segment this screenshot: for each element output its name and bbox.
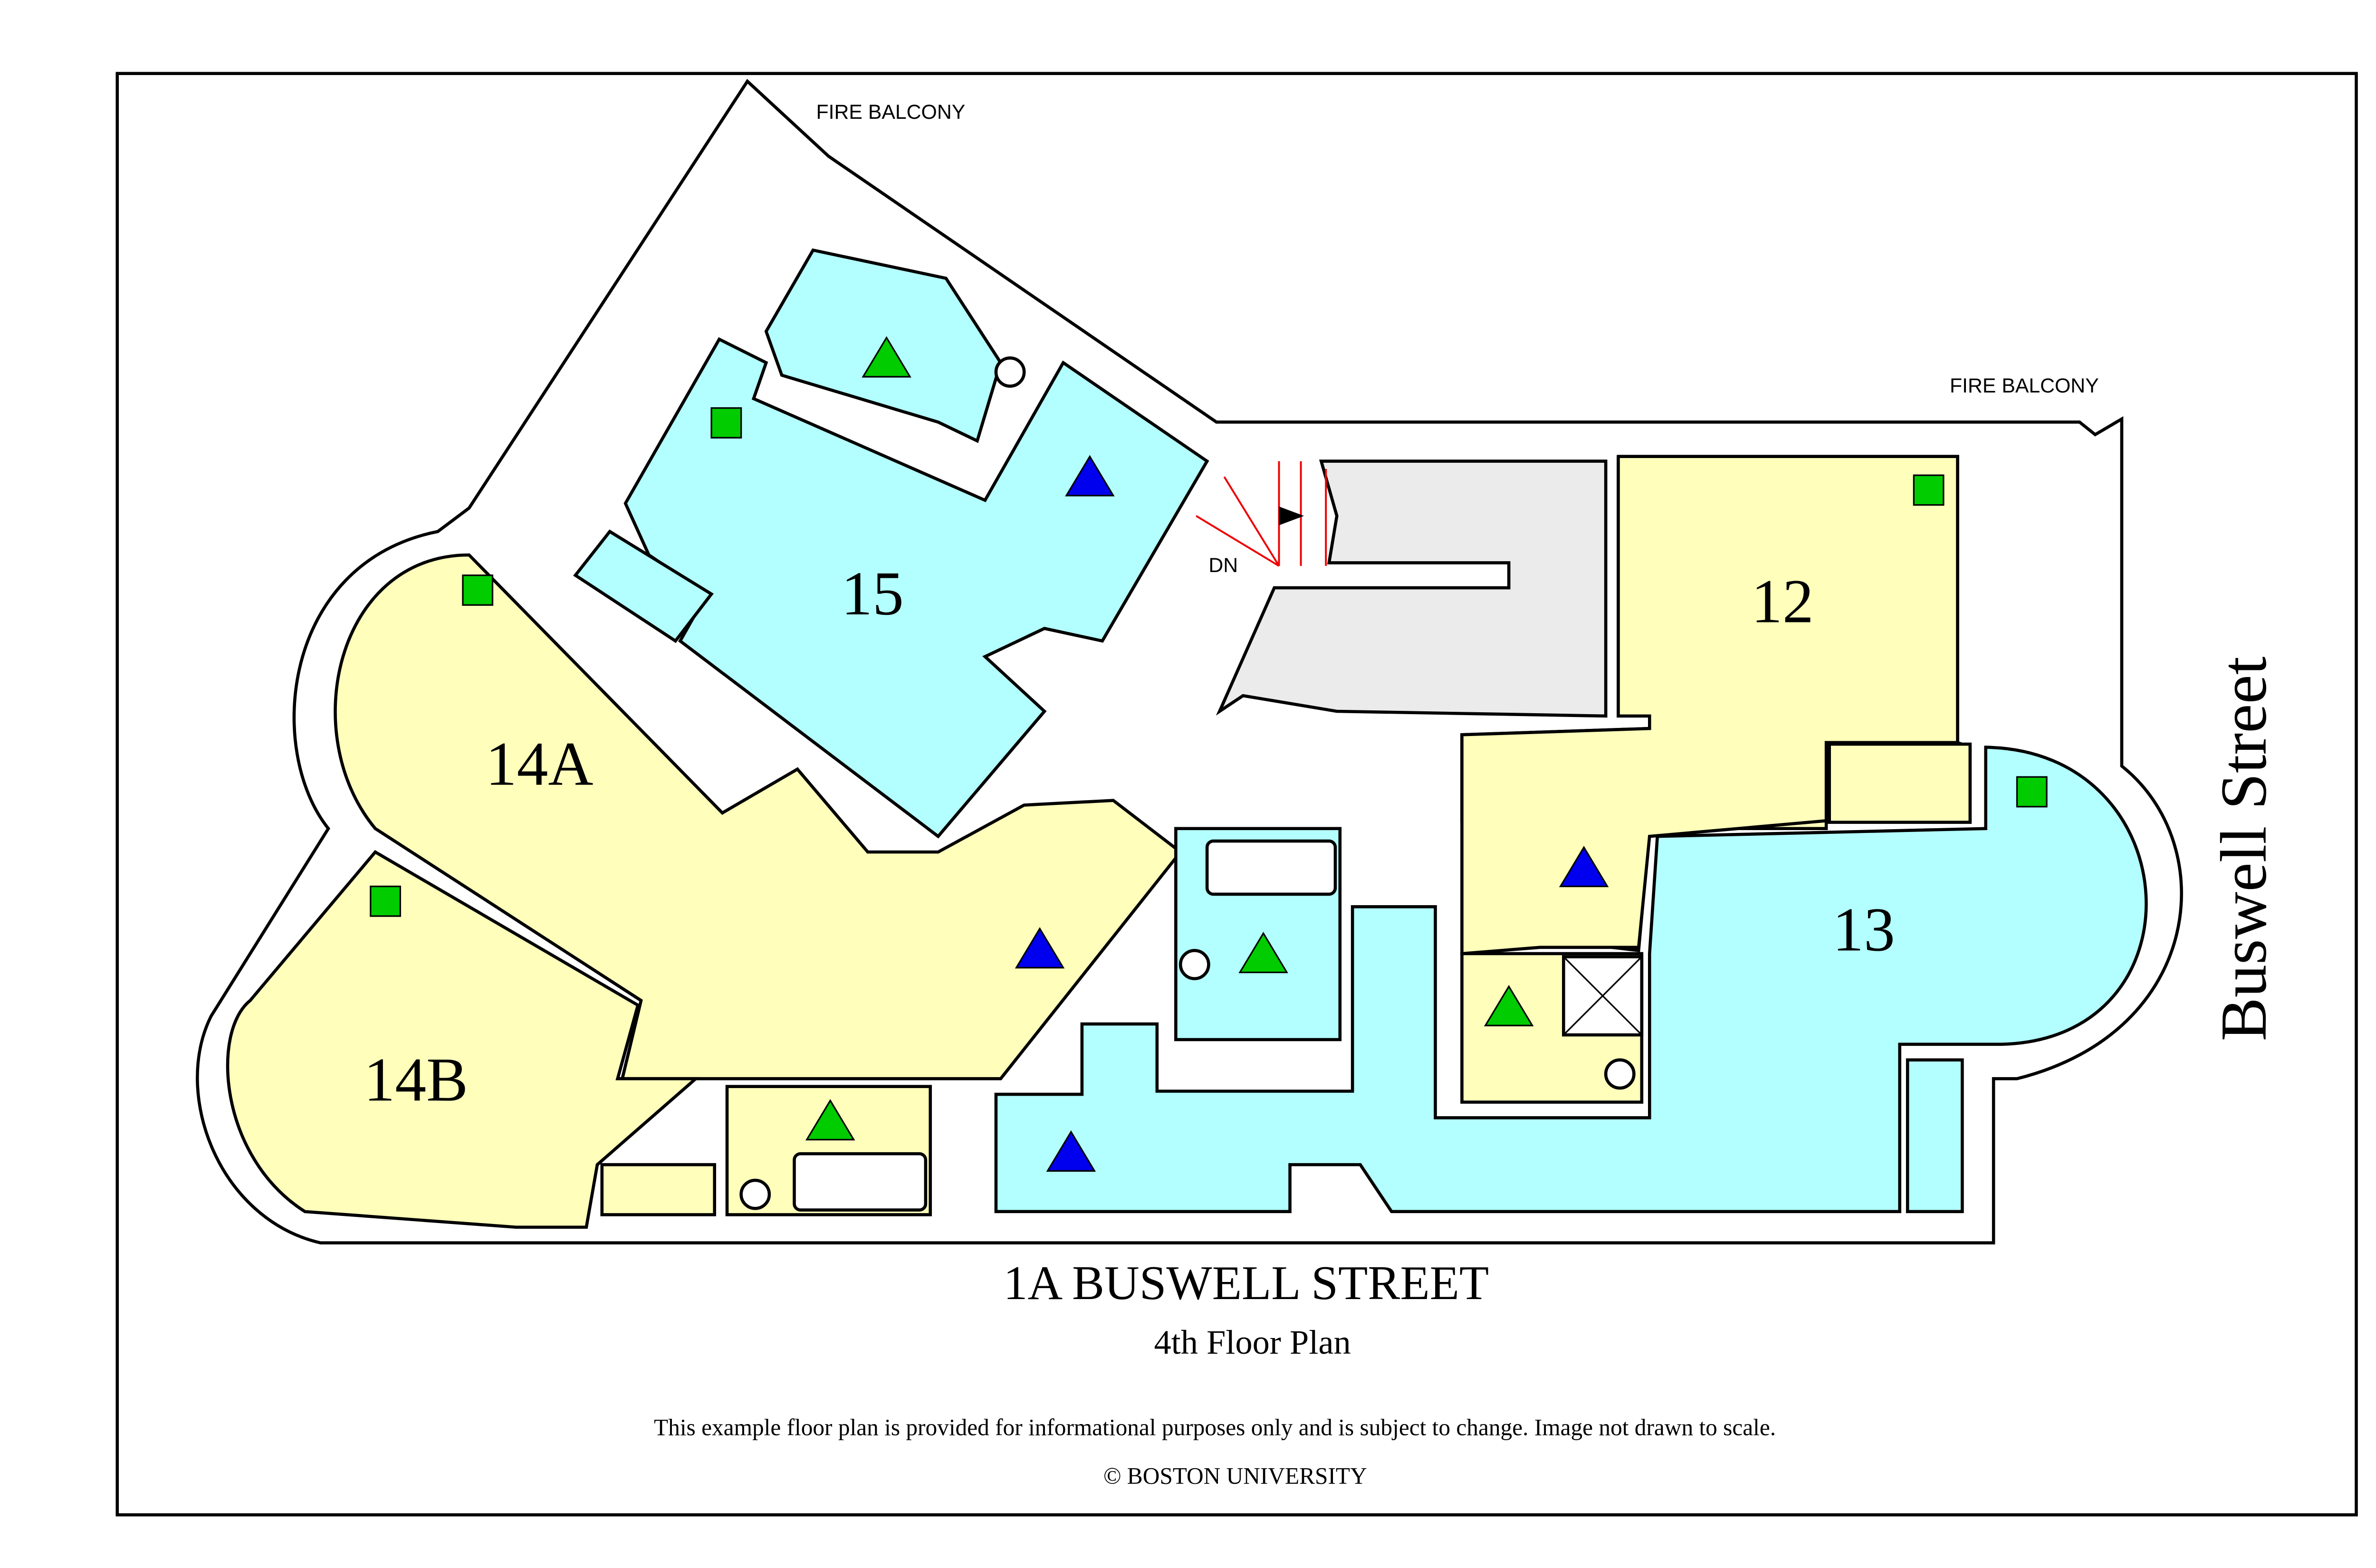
stair-arrow-icon [1279,507,1304,526]
green-triangle-marker [805,1099,855,1141]
bathtub-icon [793,1152,928,1212]
room-14a[interactable] [334,553,1183,1080]
room-14b[interactable] [226,850,700,1229]
bathtub-icon [1205,839,1337,896]
room-13-closet [1906,1058,1964,1214]
room-15-closet [573,529,714,643]
toilet-icon [994,356,1026,388]
building-title: 1A BUSWELL STREET [1004,1256,1489,1310]
green-square-marker [1913,474,1945,506]
room-label-12: 12 [1751,567,1814,636]
blue-triangle-marker [1559,846,1609,888]
building-outline [196,79,2183,1244]
toilet-icon [1178,949,1210,980]
room-label-13: 13 [1832,895,1895,964]
green-square-marker [2016,776,2048,808]
room-13[interactable] [994,746,2148,1214]
fire-balcony-label-left: FIRE BALCONY [816,101,966,124]
green-square-marker [370,885,401,917]
street-label: Buswell Street [2207,657,2280,1042]
toilet-icon [739,1178,771,1210]
green-square-marker [462,574,494,606]
room-label-14b: 14B [364,1045,468,1114]
stair-treads [1196,461,1327,567]
stair-down-label: DN [1208,554,1238,577]
stairwell [1216,459,1608,718]
fire-balcony-label-right: FIRE BALCONY [1950,374,2099,397]
blue-triangle-marker [1065,455,1115,497]
green-triangle-marker [1238,932,1288,974]
room-label-14a: 14A [486,730,594,799]
copyright: © BOSTON UNIVERSITY [1103,1463,1367,1489]
green-square-marker [710,407,742,439]
room-14b-closet [600,1163,716,1216]
green-triangle-marker [1484,985,1534,1026]
disclaimer: This example floor plan is provided for … [654,1414,1776,1440]
blue-triangle-marker [1015,927,1065,969]
room-label-15: 15 [841,559,904,628]
green-triangle-marker [862,336,911,378]
toilet-icon [1604,1058,1636,1090]
room-12-closet [1828,742,1972,824]
blue-triangle-marker [1046,1130,1096,1172]
floor-subtitle: 4th Floor Plan [1154,1323,1351,1361]
